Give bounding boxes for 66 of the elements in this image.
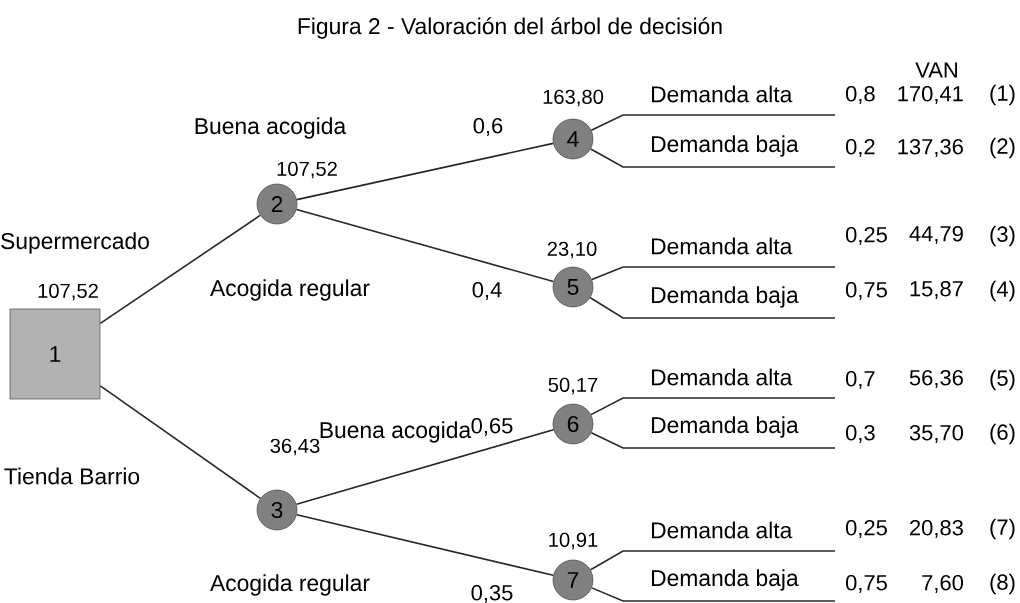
value-label: (8) bbox=[990, 573, 1015, 595]
branch-line bbox=[295, 428, 555, 506]
branch-line bbox=[589, 296, 836, 319]
node-value: 50,17 bbox=[548, 377, 598, 395]
branch-label: Supermercado bbox=[1, 232, 149, 254]
branch-label: Demanda alta bbox=[652, 368, 793, 386]
branch-label: Acogida regular bbox=[210, 574, 370, 596]
value-label: 0,4 bbox=[472, 281, 502, 301]
branch-label: Demanda alta bbox=[652, 521, 793, 539]
value-label: 15,87 bbox=[910, 280, 963, 300]
branch-label: Demanda baja bbox=[652, 416, 799, 438]
value-label: 0,3 bbox=[845, 424, 875, 444]
branch-label: Demanda baja bbox=[652, 135, 799, 157]
branch-label: Demanda alta bbox=[652, 85, 793, 103]
branch-line bbox=[295, 208, 555, 283]
branch-line bbox=[296, 513, 554, 577]
value-label: (5) bbox=[990, 369, 1015, 391]
branch-line bbox=[589, 550, 836, 571]
value-label: 20,83 bbox=[910, 519, 963, 539]
value-label: 0,35 bbox=[471, 584, 513, 603]
value-label: 170,41 bbox=[898, 85, 963, 105]
value-label: (1) bbox=[990, 84, 1015, 106]
node-value: 107,52 bbox=[277, 161, 337, 179]
branch-line bbox=[590, 114, 836, 131]
branch-line bbox=[296, 142, 554, 201]
value-label: (7) bbox=[990, 518, 1015, 540]
branch-line bbox=[99, 214, 261, 325]
value-label: (2) bbox=[990, 137, 1015, 159]
value-label: (4) bbox=[990, 280, 1015, 302]
branch-label: Tienda Barrio bbox=[4, 467, 140, 485]
branch-label: Buena acogida bbox=[195, 117, 347, 139]
value-label: (6) bbox=[990, 423, 1015, 445]
value-label: 0,25 bbox=[845, 519, 887, 539]
value-label: 137,36 bbox=[898, 138, 963, 158]
value-label: (3) bbox=[990, 225, 1015, 247]
value-label: 44,79 bbox=[909, 225, 963, 245]
value-label: 7,60 bbox=[922, 574, 964, 594]
value-label: 0,6 bbox=[473, 117, 503, 137]
value-label: 35,70 bbox=[909, 424, 964, 444]
node-value: 23,10 bbox=[547, 241, 597, 259]
value-label: 0,7 bbox=[845, 370, 875, 390]
value-label: 0,75 bbox=[845, 574, 887, 594]
branch-label: Demanda baja bbox=[652, 569, 799, 591]
branch-label: Acogida regular bbox=[210, 279, 370, 301]
branch-label: Demanda alta bbox=[652, 237, 793, 255]
branch-line bbox=[591, 266, 836, 281]
value-label: 0,25 bbox=[845, 226, 887, 246]
value-label: 56,36 bbox=[909, 369, 963, 389]
value-label: 0,2 bbox=[845, 138, 875, 158]
value-label: 0,8 bbox=[845, 85, 875, 105]
node-value: 10,91 bbox=[549, 532, 598, 550]
branch-line bbox=[99, 385, 262, 500]
node-value: 163,80 bbox=[543, 89, 604, 107]
value-label: VAN bbox=[915, 62, 957, 78]
node-value: 36,43 bbox=[270, 438, 320, 456]
value-label: 0,75 bbox=[845, 281, 887, 301]
branch-line bbox=[590, 432, 836, 449]
branch-label: Demanda baja bbox=[652, 286, 799, 308]
decision-square: 1 bbox=[9, 308, 101, 400]
node-value: 107,52 bbox=[38, 283, 98, 301]
branch-line bbox=[590, 397, 836, 416]
branch-label: Buena acogida bbox=[320, 421, 472, 443]
title: Figura 2 - Valoración del árbol de decisión bbox=[298, 17, 722, 39]
branch-line bbox=[591, 587, 836, 602]
branch-line bbox=[589, 148, 836, 168]
value-label: 0,65 bbox=[471, 417, 513, 437]
